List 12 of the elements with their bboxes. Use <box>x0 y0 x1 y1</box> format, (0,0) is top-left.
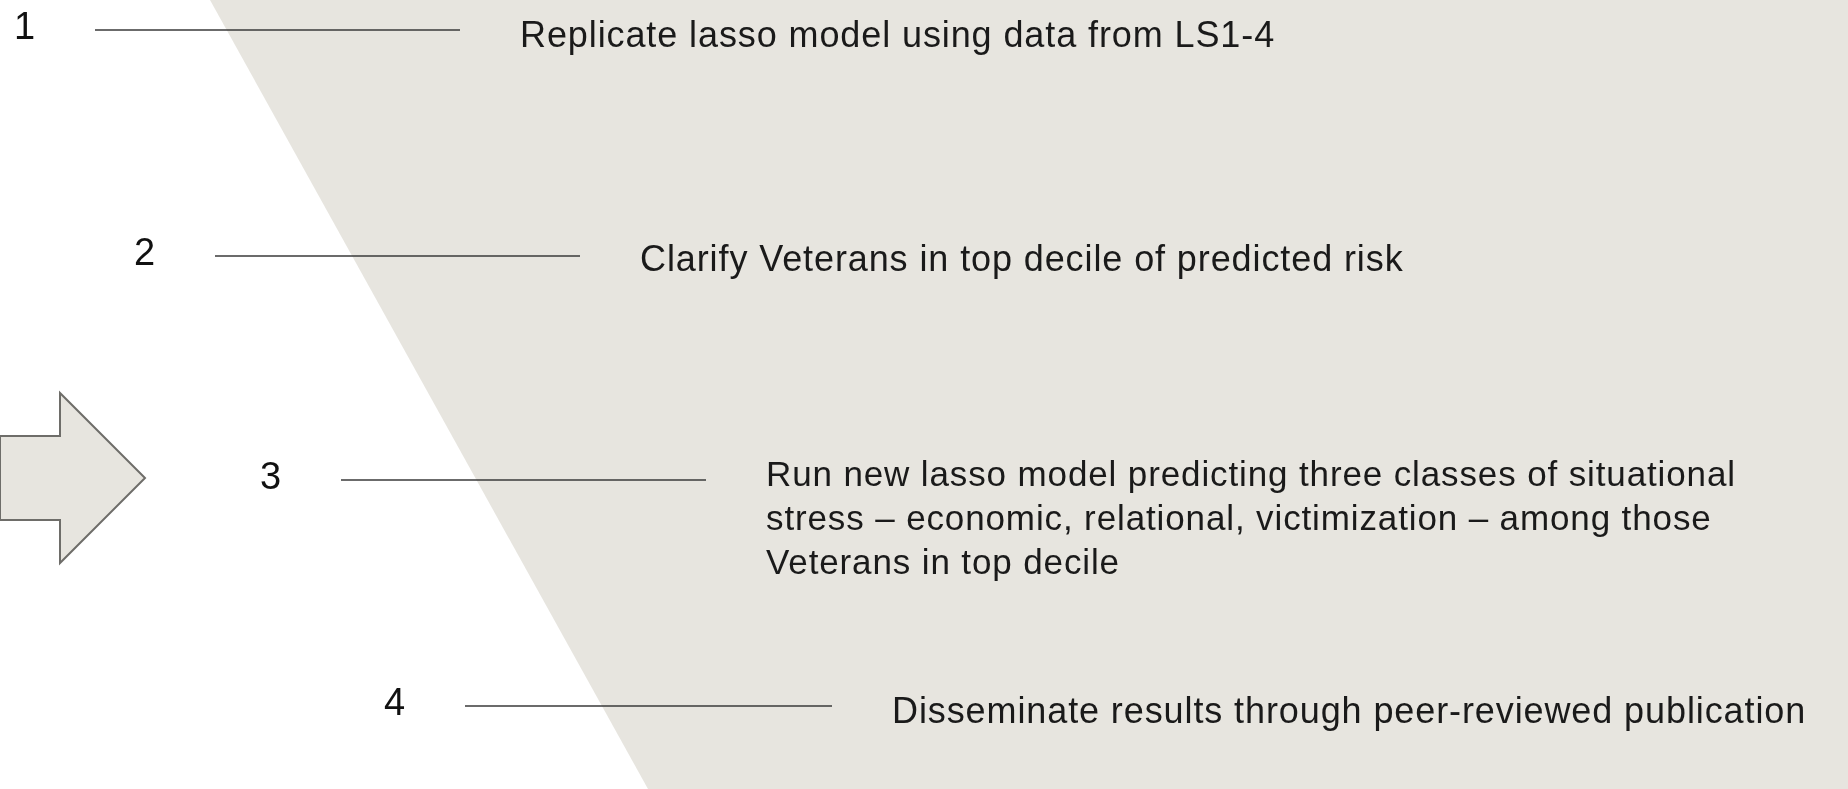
connector-line <box>340 479 707 481</box>
step-description: Replicate lasso model using data from LS1-4 <box>520 12 1720 58</box>
step-description: Disseminate results through peer-reviewed publication <box>892 682 1832 740</box>
connector-line <box>94 29 461 31</box>
connector-line <box>214 255 581 257</box>
connector-line <box>464 705 833 707</box>
step-description: Clarify Veterans in top decile of predicted risk <box>640 236 1840 282</box>
step-number: 3 <box>260 454 282 498</box>
step-number: 2 <box>134 230 156 274</box>
step-description: Run new lasso model predicting three classes of situational stress – economic, relational, victimization – among those Veterans in top decile <box>766 452 1776 584</box>
step-number: 1 <box>14 4 36 48</box>
step-number: 4 <box>384 680 406 724</box>
